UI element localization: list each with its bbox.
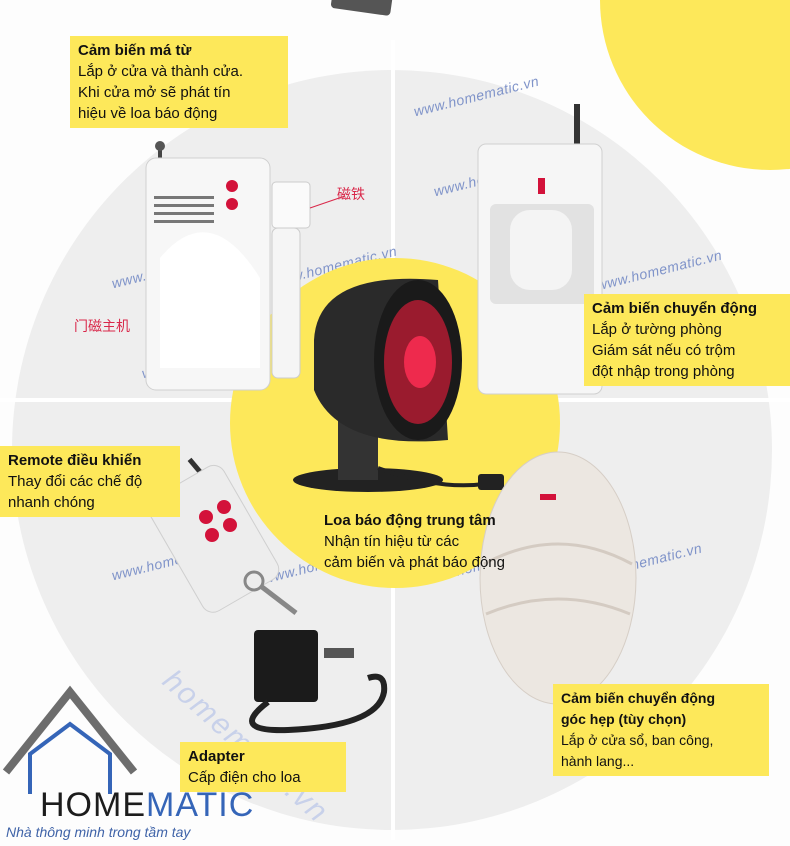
door-sensor-image — [145, 141, 346, 391]
remote-title: Remote điều khiển — [8, 452, 142, 469]
adapter-desc: Cấp điện cho loa — [188, 769, 301, 786]
adapter-image — [249, 630, 388, 734]
motion-sensor-label: Cảm biến chuyển động Lắp ở tường phòng G… — [584, 294, 790, 386]
remote-label: Remote điều khiển Thay đổi các chế độ nh… — [0, 446, 180, 517]
door-sensor-desc: Lắp ở cửa và thành cửa. Khi cửa mở sẽ ph… — [78, 63, 244, 122]
remote-image — [150, 457, 298, 615]
siren-desc: Nhận tín hiệu từ các cảm biến và phát bá… — [324, 533, 505, 571]
adapter-label: Adapter Cấp điện cho loa — [180, 742, 346, 792]
motion-sensor-title: Cảm biến chuyển động — [592, 300, 758, 317]
narrow-sensor-label: Cảm biến chuyển động góc hẹp (tùy chọn) … — [553, 684, 769, 776]
siren-label: Loa báo động trung tâm Nhận tín hiệu từ … — [316, 506, 560, 577]
magnet-label: 磁铁 — [337, 186, 365, 202]
logo-home: HOME — [40, 786, 146, 824]
narrow-sensor-desc: Lắp ở cửa sổ, ban công, hành lang... — [561, 732, 714, 769]
narrow-sensor-title: Cảm biến chuyển động góc hẹp (tùy chọn) — [561, 690, 716, 727]
background-sun-shape — [600, 0, 790, 170]
siren-image — [293, 278, 504, 492]
door-sensor-label: Cảm biến má từ Lắp ở cửa và thành cửa. K… — [70, 36, 288, 128]
house-logo-icon — [2, 685, 138, 794]
motion-sensor-image — [477, 104, 603, 395]
logo-tagline: Nhà thông minh trong tầm tay — [6, 824, 191, 840]
motion-sensor-desc: Lắp ở tường phòng Giám sát nếu có trộm đ… — [592, 321, 736, 380]
adapter-title: Adapter — [188, 748, 245, 765]
host-label: 门磁主机 — [74, 318, 130, 334]
door-sensor-title: Cảm biến má từ — [78, 42, 192, 59]
top-device-fragment — [330, 0, 394, 17]
siren-title: Loa báo động trung tâm — [324, 512, 496, 529]
remote-desc: Thay đổi các chế độ nhanh chóng — [8, 473, 143, 511]
logo-matic: MATIC — [146, 786, 255, 824]
brand-logo: HOMEMATIC — [40, 786, 254, 825]
